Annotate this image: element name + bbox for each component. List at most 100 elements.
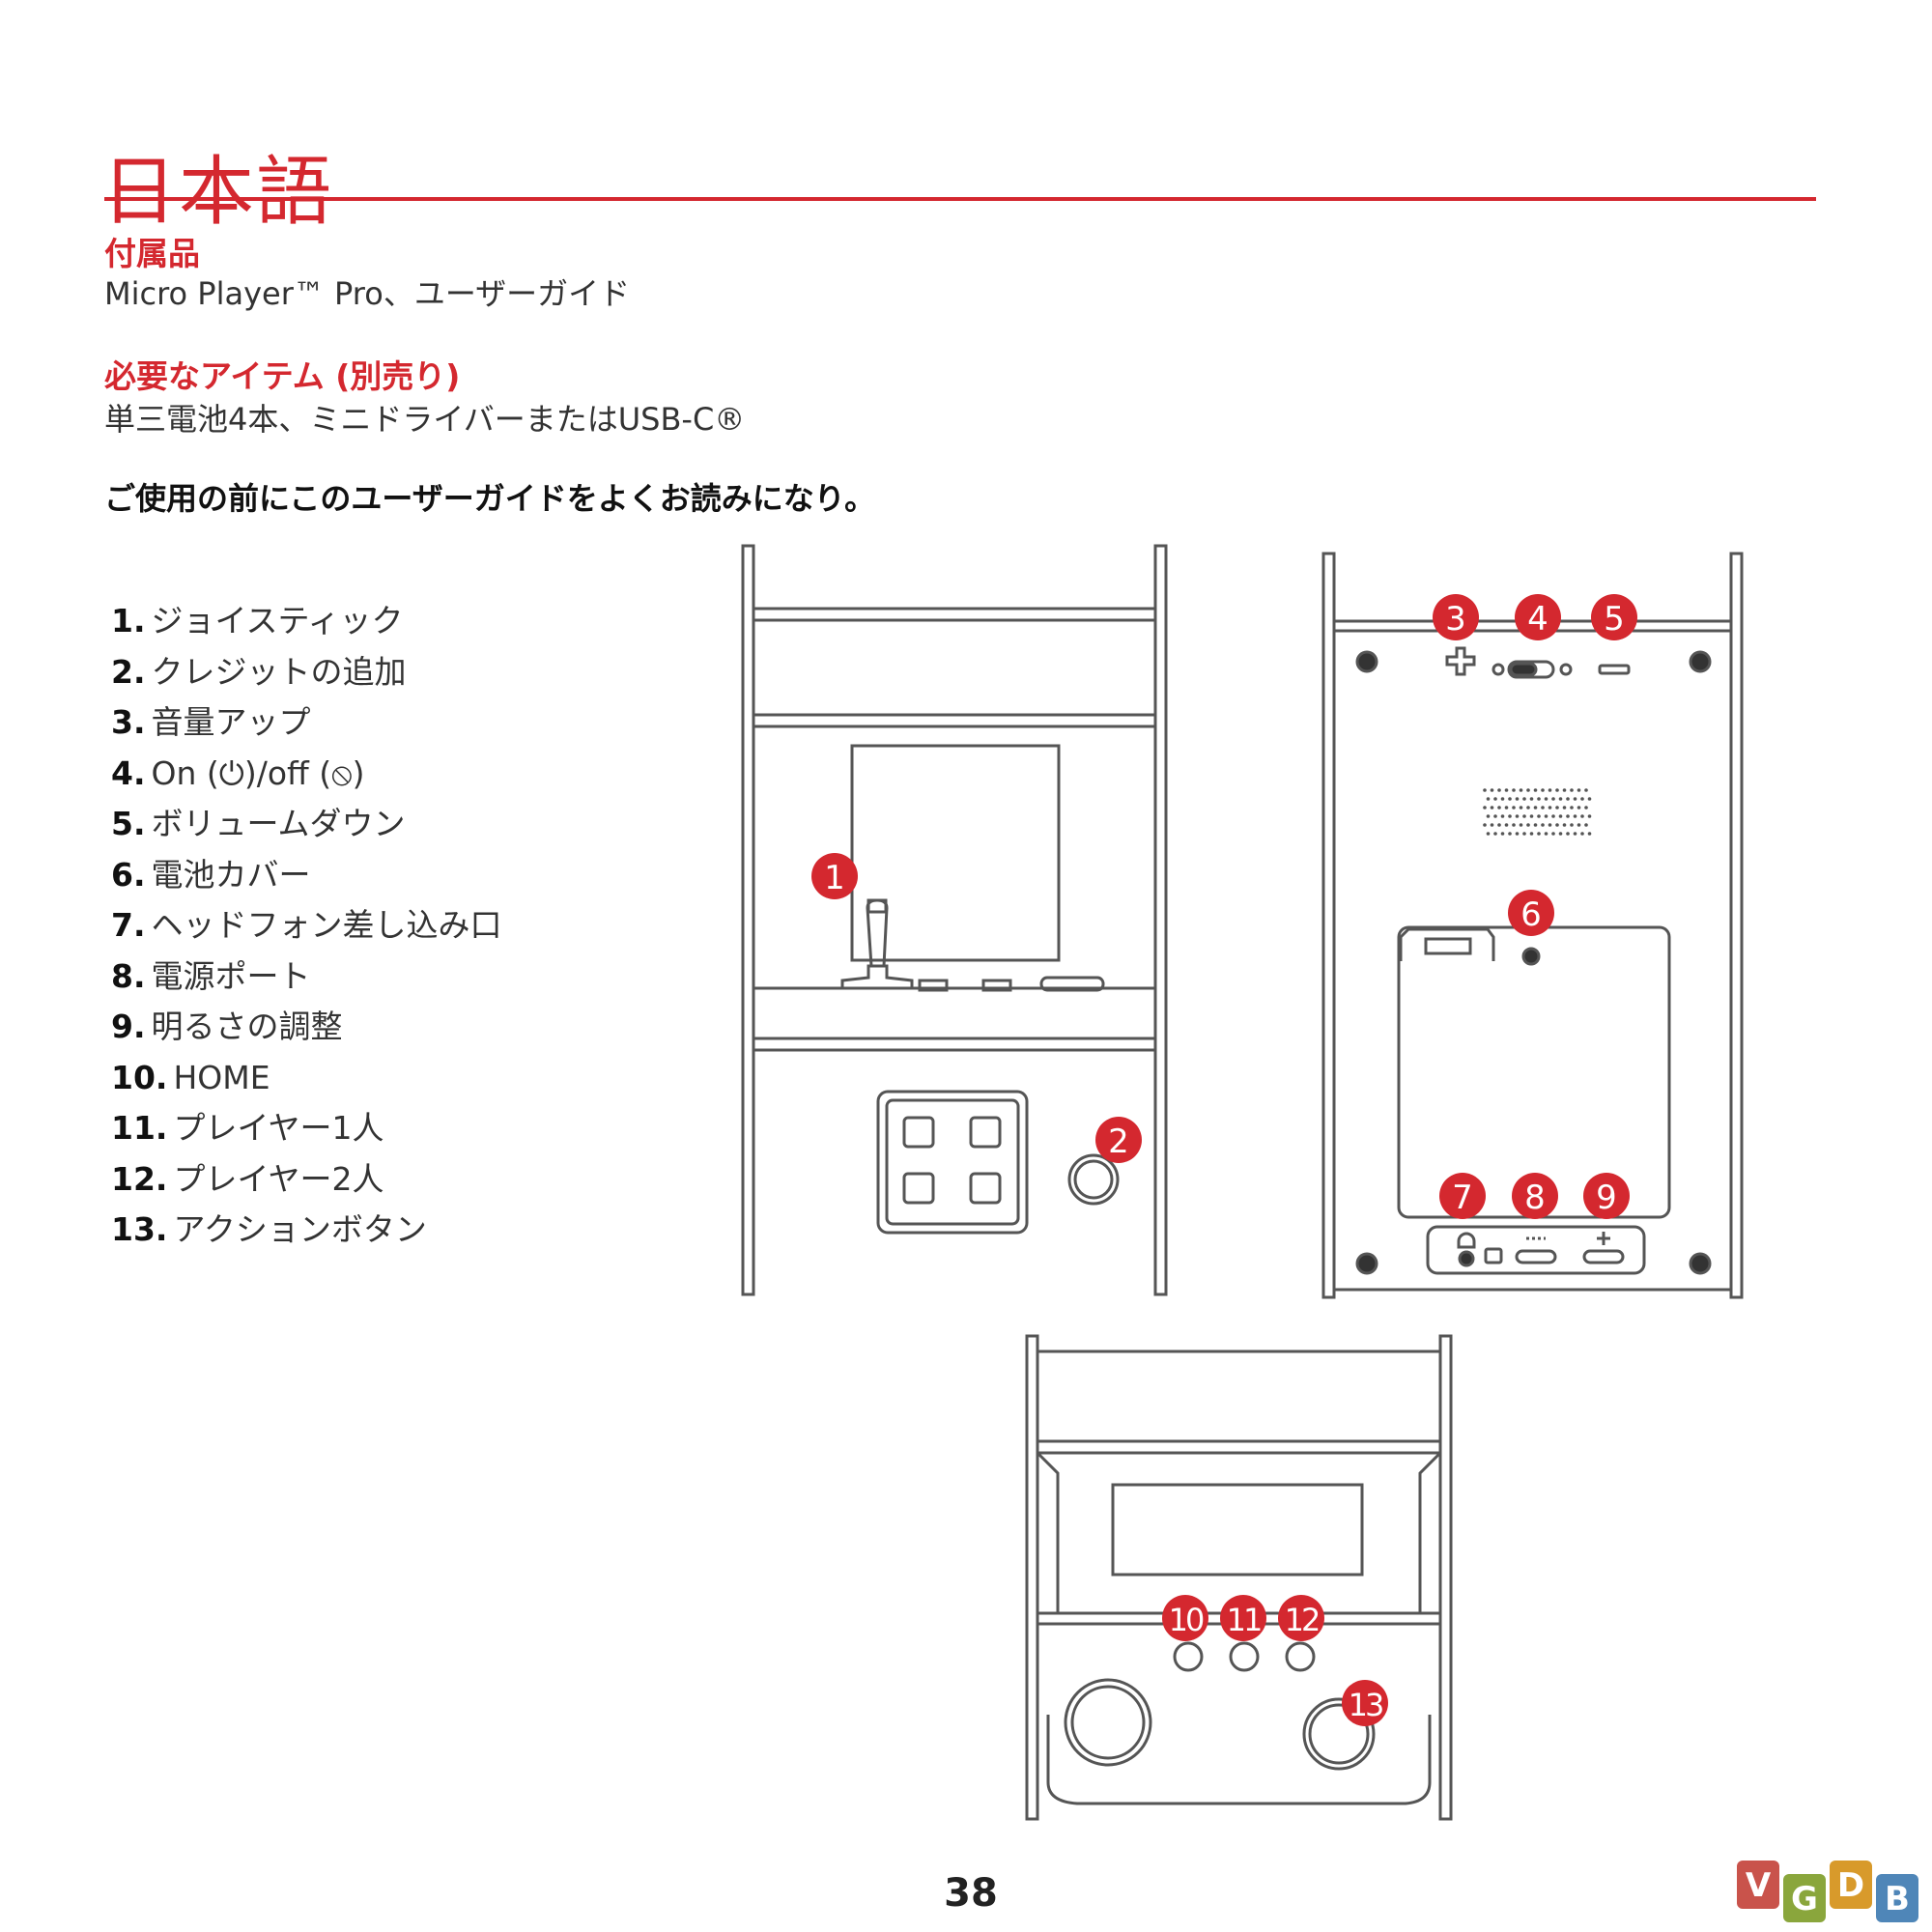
speaker-hole [1504,823,1509,827]
back-view-diagram: (function(){ var g = document.currentScr… [1321,552,1744,1299]
part-number: 13. [111,1210,168,1248]
speaker-hole [1490,806,1494,810]
speaker-hole [1529,797,1534,801]
part-number: 11. [111,1109,168,1147]
credit-button-inner [1073,1159,1114,1200]
speaker-hole [1504,806,1509,810]
part-number: 10. [111,1058,168,1096]
cabinet-left-side [741,544,755,1296]
joystick-top-circle-inner [1070,1685,1146,1760]
speaker-hole [1577,806,1581,810]
cabinet-left-side [1025,1334,1039,1821]
speaker-hole [1515,814,1520,818]
part-label: ボリュームダウン [151,805,406,842]
battery-cover-screw-icon [1521,947,1541,966]
callout-4-dot [1515,594,1561,640]
part-number: 8. [111,956,146,995]
speaker-hole [1529,832,1534,836]
speaker-hole [1548,823,1552,827]
callout-9-label: 9 [1596,1179,1617,1217]
included-text: Micro Player™ Pro、ユーザーガイド [104,275,631,312]
parts-list-item: 11.プレイヤー1人 [111,1103,502,1154]
speaker-hole [1566,797,1570,801]
speaker-hole [1570,823,1574,827]
player-1-button [1229,1641,1260,1672]
speaker-hole [1486,814,1491,818]
watermark-letter: D [1837,1866,1864,1905]
part-number: 9. [111,1008,146,1045]
watermark-tile [1737,1861,1779,1909]
required-heading: 必要なアイテム (別売り) [104,357,461,395]
cabinet-right-side [1153,544,1168,1296]
screw-icon [1689,650,1712,673]
callout-2: 2 [1095,1117,1142,1163]
part-label: 明るさの調整 [151,1008,343,1045]
speaker-hole [1490,788,1494,792]
callout-2-dot [1095,1117,1142,1163]
speaker-hole [1508,832,1512,836]
front-button [981,979,1012,992]
callout-1-label: 1 [824,859,845,897]
part-number: 3. [111,703,146,741]
speaker-hole [1522,832,1526,836]
speaker-hole [1508,797,1512,801]
callout-10: 10 [1162,1595,1208,1641]
speaker-hole [1490,823,1494,827]
part-label: クレジットの追加 [151,652,407,691]
callout-12-label: 12 [1285,1602,1319,1638]
speaker-hole [1500,832,1505,836]
callout-10-label: 10 [1169,1602,1204,1638]
callout-1-dot [811,853,858,899]
speaker-hole [1570,806,1574,810]
part-label: HOME [173,1058,270,1096]
part-label: プレイヤー2人 [173,1159,384,1198]
parts-list-item: 2.クレジットの追加 [111,647,502,698]
speaker-hole [1541,823,1545,827]
page-title: 日本語 [101,149,334,237]
parts-list-item: 7.ヘッドフォン差し込み口 [111,900,502,952]
speaker-hole [1497,788,1501,792]
part-number: 5. [111,805,146,842]
callout-7-dot [1439,1173,1486,1219]
parts-list: 1.ジョイスティック 2.クレジットの追加 3.音量アップ 4.On (⏻)/o… [111,596,502,1256]
action-button [902,1116,935,1149]
action-button [969,1116,1002,1149]
callout-11: 11 [1220,1595,1266,1641]
watermark-letter: B [1885,1880,1910,1918]
part-label: プレイヤー1人 [173,1109,384,1147]
speaker-hole [1587,797,1592,801]
parts-list-item: 13.アクションボタン [111,1205,502,1256]
callout-6: 6 [1508,890,1554,936]
title-rule [104,197,1816,201]
brightness-dial-icon [1582,1232,1625,1264]
speaker-hole [1483,823,1487,827]
action-pad [876,1090,1029,1235]
parts-list-item: 12.プレイヤー2人 [111,1154,502,1206]
usb-c-port-icon [1515,1236,1557,1264]
speaker-hole [1529,814,1534,818]
read-guide-notice: ご使用の前にこのユーザーガイドをよくお読みになり。 [104,480,876,517]
speaker-hole [1533,806,1538,810]
speaker-hole [1551,814,1555,818]
cabinet-left-side [1321,552,1336,1299]
callout-7-label: 7 [1452,1179,1473,1217]
watermark-tile [1783,1874,1826,1922]
speaker-hole [1537,832,1541,836]
part-number: 7. [111,906,146,944]
headphone-jack-icon [1457,1232,1476,1267]
speaker-hole [1512,823,1516,827]
speaker-hole [1558,814,1563,818]
speaker-hole [1483,788,1487,792]
headphone-symbol-icon [1484,1247,1503,1264]
callout-7: 7 [1439,1173,1486,1219]
speaker-hole [1562,788,1567,792]
speaker-hole [1577,788,1581,792]
speaker-hole [1548,788,1552,792]
speaker-hole [1537,814,1541,818]
speaker-hole [1504,788,1509,792]
callout-3-dot [1433,594,1479,640]
action-top-button-inner [1308,1703,1370,1765]
action-top-button [1302,1697,1376,1771]
speaker-hole [1544,832,1548,836]
callout-13-label: 13 [1349,1687,1382,1723]
